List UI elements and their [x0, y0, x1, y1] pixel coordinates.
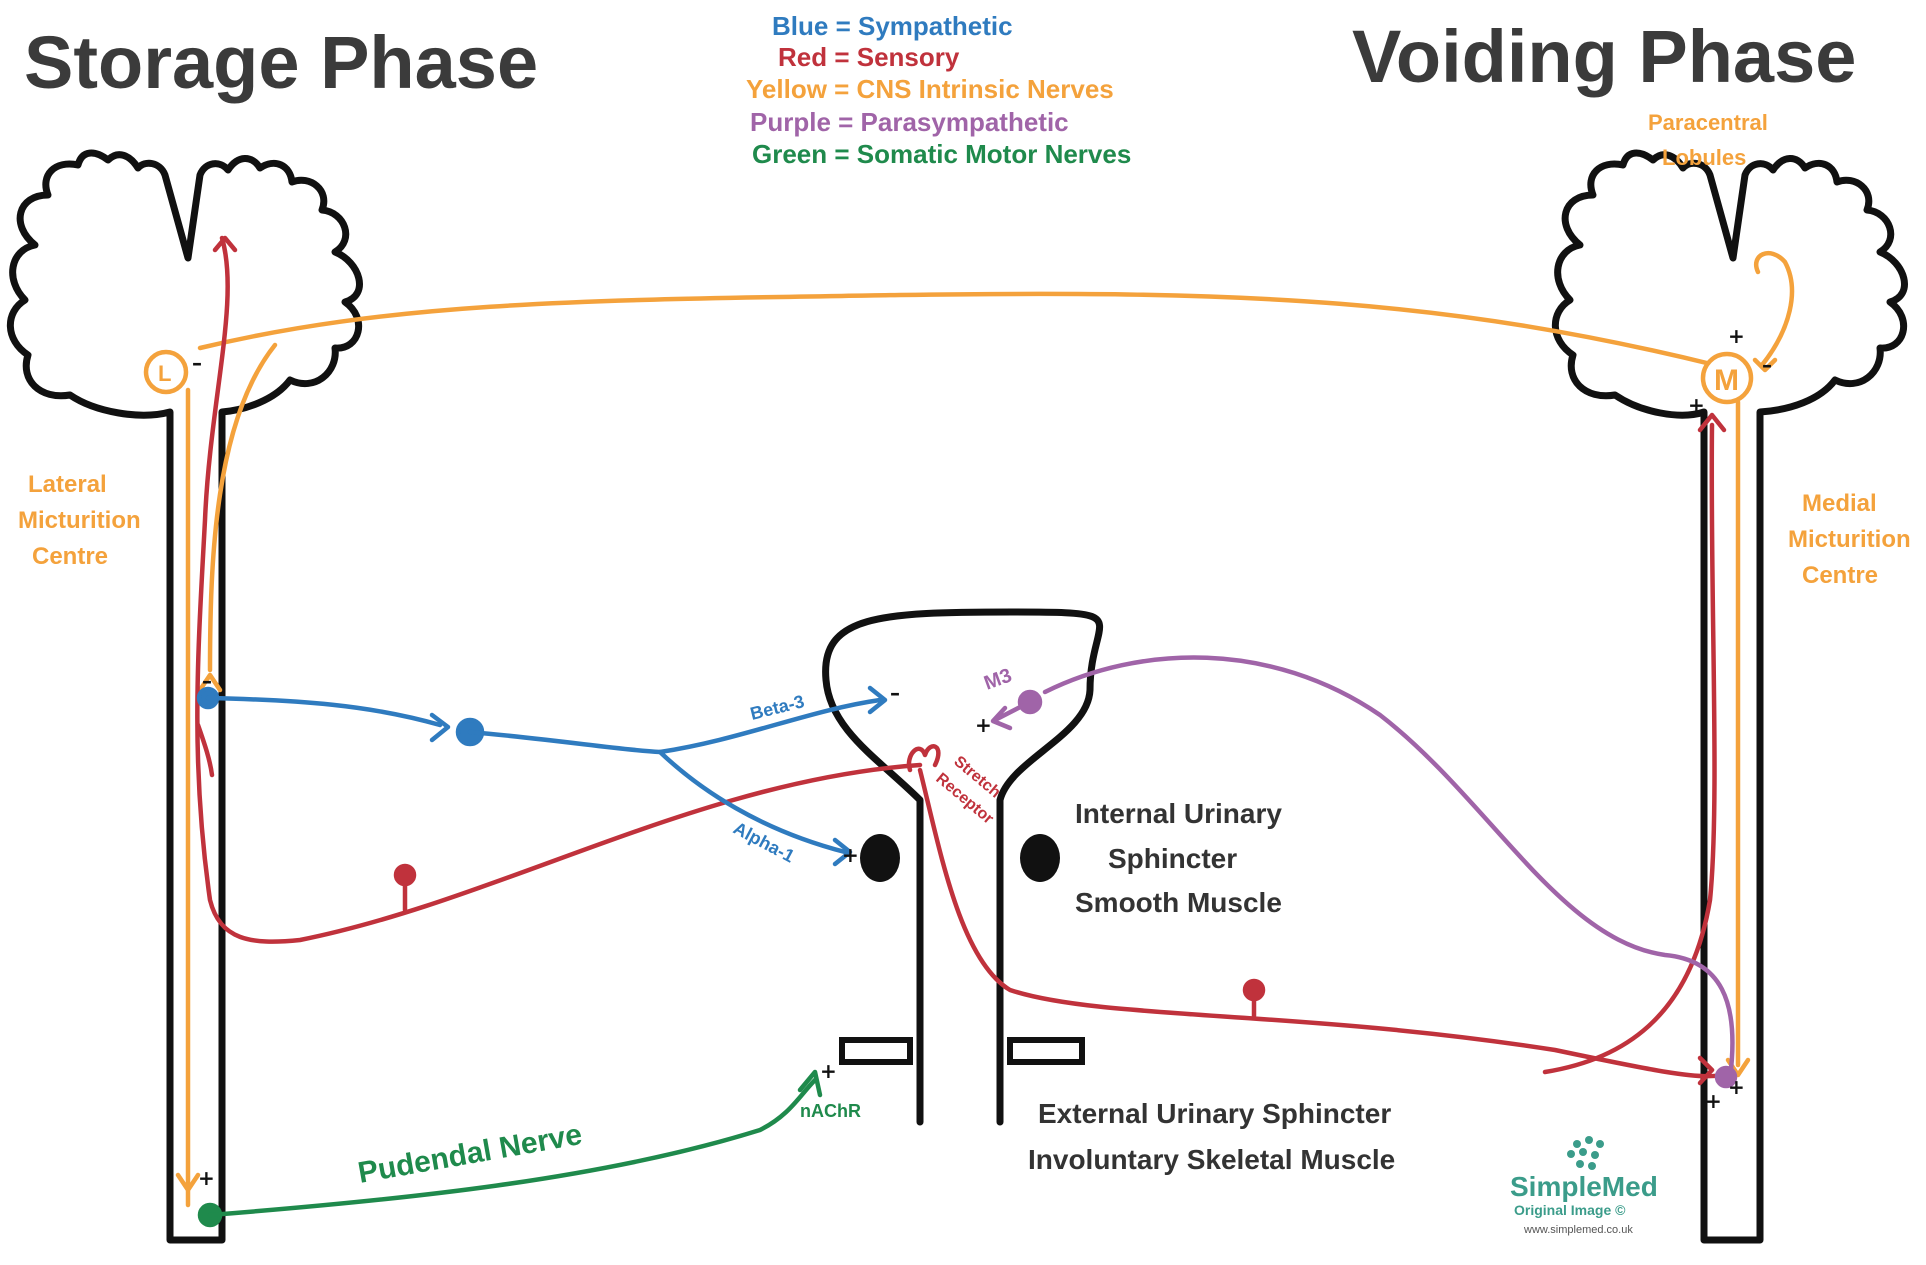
svg-text:+: +: [198, 1166, 215, 1190]
svg-text:+: +: [1728, 324, 1745, 348]
external-sphincter-right: [1007, 1037, 1085, 1065]
medial-node: [1700, 351, 1754, 405]
right-brainstem-outline: [1551, 149, 1908, 1244]
lateral-node-label: L: [158, 361, 171, 386]
svg-text:–: –: [890, 681, 900, 705]
external-sphincter-left: [839, 1037, 913, 1065]
voiding-phase-title: Voiding Phase: [1352, 15, 1856, 98]
legend-green: Green = Somatic Motor Nerves: [752, 139, 1131, 169]
storage-phase-title: Storage Phase: [24, 21, 538, 104]
bladder-outline: [822, 608, 1104, 1126]
external-line-2: Involuntary Skeletal Muscle: [1028, 1144, 1395, 1175]
svg-text:+: +: [1705, 1089, 1722, 1113]
legend-blue: Blue = Sympathetic: [772, 11, 1013, 41]
svg-text:+: +: [820, 1059, 837, 1083]
paracentral-lobules-label: Paracentral Lobules: [1648, 110, 1768, 170]
legend: Blue = Sympathetic Red = Sensory Yellow …: [746, 11, 1131, 169]
svg-text:–: –: [202, 669, 212, 693]
left-brainstem-outline: [6, 149, 363, 1244]
parasympathetic-nerves: [990, 655, 1738, 1089]
signs: – – + – + + + + – + + +: [192, 324, 1772, 1190]
svg-text:–: –: [192, 351, 202, 375]
cns-intrinsic-nerves: [143, 250, 1795, 1208]
internal-line-2: Sphincter: [1108, 843, 1237, 874]
medial-micturition-centre-label: Medial Micturition Centre: [1788, 490, 1911, 589]
nachr-label: nAChR: [800, 1101, 861, 1121]
internal-sphincter-right: [1020, 834, 1060, 882]
lateral-line-3: Centre: [32, 543, 108, 570]
sensory-nerves: [195, 235, 1727, 1086]
medial-line-3: Centre: [1802, 562, 1878, 589]
internal-sphincter-label: Internal Urinary Sphincter Smooth Muscle: [1075, 798, 1282, 918]
legend-red: Red = Sensory: [778, 42, 960, 72]
svg-text:+: +: [1688, 393, 1705, 417]
somatic-motor-nerves: [197, 1069, 823, 1228]
lateral-line-1: Lateral: [28, 471, 107, 498]
external-line-1: External Urinary Sphincter: [1038, 1098, 1391, 1129]
medial-line-1: Medial: [1802, 490, 1877, 517]
svg-text:–: –: [1762, 353, 1772, 377]
legend-purple: Purple = Parasympathetic: [750, 107, 1069, 137]
m3-label: M3: [981, 665, 1015, 695]
lateral-line-2: Micturition: [18, 507, 141, 534]
internal-sphincter-left: [860, 834, 900, 882]
legend-yellow: Yellow = CNS Intrinsic Nerves: [746, 74, 1114, 104]
lateral-node: [143, 349, 189, 395]
medial-node-label: M: [1714, 364, 1739, 397]
svg-text:+: +: [1728, 1075, 1745, 1099]
simplemed-logo: SimpleMed Original Image © www.simplemed…: [1510, 1136, 1658, 1236]
paracentral-line-2: Lobules: [1662, 145, 1746, 170]
medial-line-2: Micturition: [1788, 526, 1911, 553]
internal-line-3: Smooth Muscle: [1075, 887, 1282, 918]
lateral-micturition-centre-label: Lateral Micturition Centre: [18, 471, 141, 570]
external-sphincter-label: External Urinary Sphincter Involuntary S…: [1028, 1098, 1395, 1175]
logo-line-1: Original Image ©: [1514, 1202, 1626, 1218]
paracentral-line-1: Paracentral: [1648, 110, 1768, 135]
sympathetic-nerves: [196, 685, 888, 867]
logo-line-2: www.simplemed.co.uk: [1523, 1224, 1633, 1236]
logo-name: SimpleMed: [1510, 1171, 1658, 1202]
simplemed-logo-icon: [1567, 1136, 1604, 1170]
svg-text:+: +: [975, 713, 992, 737]
internal-line-1: Internal Urinary: [1075, 798, 1282, 829]
svg-text:+: +: [842, 843, 859, 867]
